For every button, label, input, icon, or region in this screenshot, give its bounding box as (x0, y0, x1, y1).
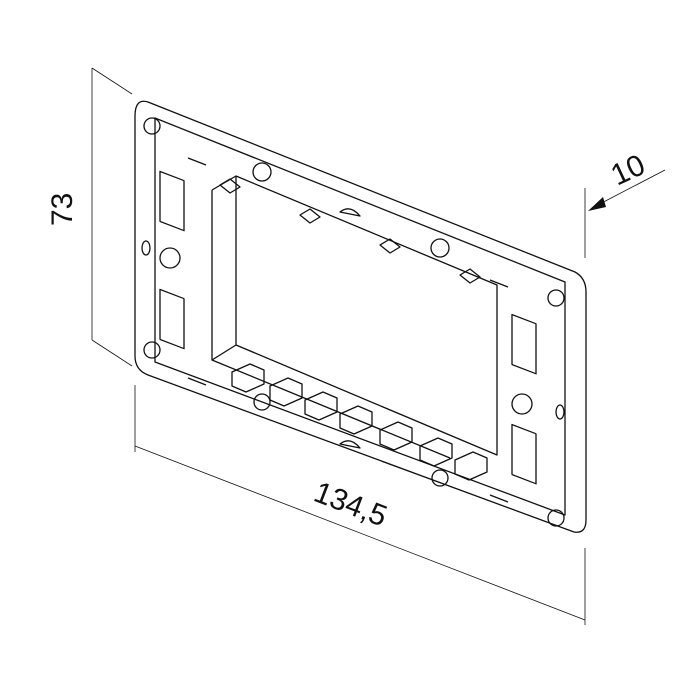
clips (187, 157, 509, 503)
depth-label: 10 (606, 148, 650, 192)
arrow-head-icon (588, 197, 606, 211)
height-label: 73 (46, 193, 79, 226)
height-dimension: 73 (46, 67, 133, 367)
screw-holes (141, 117, 565, 527)
depth-dimension: 10 (584, 148, 666, 258)
frame-plate (134, 100, 587, 533)
width-label: 134,5 (309, 476, 391, 534)
